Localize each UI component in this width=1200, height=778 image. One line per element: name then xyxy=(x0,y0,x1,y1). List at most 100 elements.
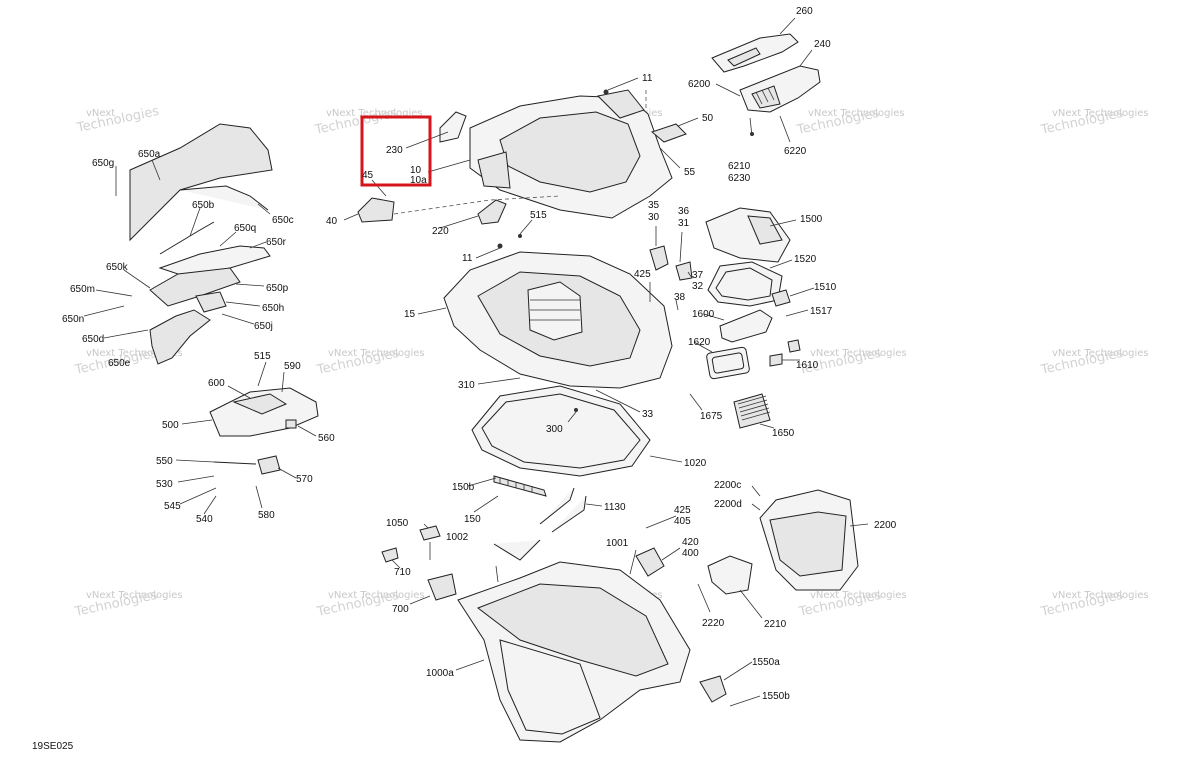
label-150[interactable]: 150 xyxy=(464,514,481,525)
label-37[interactable]: 37 xyxy=(692,270,704,281)
label-1130[interactable]: 1130 xyxy=(604,502,626,513)
label-650e[interactable]: 650e xyxy=(108,358,131,369)
label-6230[interactable]: 6230 xyxy=(728,173,751,184)
label-650a[interactable]: 650a xyxy=(138,149,161,160)
label-10[interactable]: 10 xyxy=(410,165,422,176)
label-650d[interactable]: 650d xyxy=(82,334,104,345)
leader-710 xyxy=(391,559,401,569)
label-1550b[interactable]: 1550b xyxy=(762,691,790,702)
label-36[interactable]: 36 xyxy=(678,206,690,217)
label-40[interactable]: 40 xyxy=(326,216,338,227)
label-420[interactable]: 420 xyxy=(682,537,699,548)
label-1500[interactable]: 1500 xyxy=(800,214,823,225)
leader-37-32 xyxy=(687,271,693,279)
label-650q[interactable]: 650q xyxy=(234,223,256,234)
label-425-bottom[interactable]: 425 xyxy=(674,505,691,516)
label-425-top[interactable]: 425 xyxy=(634,269,651,280)
label-35[interactable]: 35 xyxy=(648,200,660,211)
label-1050[interactable]: 1050 xyxy=(386,518,409,529)
label-405[interactable]: 405 xyxy=(674,516,691,527)
windshield-650a xyxy=(129,123,273,242)
label-560[interactable]: 560 xyxy=(318,433,335,444)
label-6210[interactable]: 6210 xyxy=(728,161,751,172)
label-1000a[interactable]: 1000a xyxy=(426,668,454,679)
label-650g[interactable]: 650g xyxy=(92,158,114,169)
label-1550a[interactable]: 1550a xyxy=(752,657,780,668)
label-220[interactable]: 220 xyxy=(432,226,449,237)
arm-650e xyxy=(149,309,211,365)
label-33[interactable]: 33 xyxy=(642,409,654,420)
label-11-top[interactable]: 11 xyxy=(642,73,653,84)
label-1001[interactable]: 1001 xyxy=(606,538,629,549)
label-650j[interactable]: 650j xyxy=(254,321,273,332)
label-11-body[interactable]: 11 xyxy=(462,253,473,264)
label-550[interactable]: 550 xyxy=(156,456,173,467)
label-1020[interactable]: 1020 xyxy=(684,458,707,469)
label-590[interactable]: 590 xyxy=(284,361,301,372)
label-230[interactable]: 230 xyxy=(386,145,403,156)
label-650b[interactable]: 650b xyxy=(192,200,215,211)
label-400[interactable]: 400 xyxy=(682,548,699,559)
label-700[interactable]: 700 xyxy=(392,604,409,615)
label-38[interactable]: 38 xyxy=(674,292,686,303)
rail-650b xyxy=(159,221,215,255)
label-600[interactable]: 600 xyxy=(208,378,225,389)
label-1520[interactable]: 1520 xyxy=(794,254,817,265)
leader-650k xyxy=(123,269,151,289)
label-240[interactable]: 240 xyxy=(814,39,831,50)
label-500[interactable]: 500 xyxy=(162,420,179,431)
label-1600[interactable]: 1600 xyxy=(692,309,715,320)
label-2200[interactable]: 2200 xyxy=(874,520,897,531)
label-710[interactable]: 710 xyxy=(394,567,411,578)
latch-1610 xyxy=(769,339,801,367)
label-650k[interactable]: 650k xyxy=(106,262,129,273)
label-570[interactable]: 570 xyxy=(296,474,313,485)
label-2220[interactable]: 2220 xyxy=(702,618,725,629)
label-45[interactable]: 45 xyxy=(362,170,374,181)
label-6220[interactable]: 6220 xyxy=(784,146,807,157)
label-650p[interactable]: 650p xyxy=(266,283,289,294)
label-1620[interactable]: 1620 xyxy=(688,337,711,348)
label-6200[interactable]: 6200 xyxy=(688,79,711,90)
label-260[interactable]: 260 xyxy=(796,6,813,17)
label-310[interactable]: 310 xyxy=(458,380,475,391)
label-580[interactable]: 580 xyxy=(258,510,275,521)
label-650r[interactable]: 650r xyxy=(266,237,287,248)
label-650n[interactable]: 650n xyxy=(62,314,84,325)
leader-2210 xyxy=(739,589,763,619)
label-1002[interactable]: 1002 xyxy=(446,532,469,543)
label-2200d[interactable]: 2200d xyxy=(714,499,742,510)
label-300[interactable]: 300 xyxy=(546,424,563,435)
label-30[interactable]: 30 xyxy=(648,212,660,223)
tray-1600 xyxy=(719,309,773,343)
label-2210[interactable]: 2210 xyxy=(764,619,787,630)
label-1517[interactable]: 1517 xyxy=(810,306,833,317)
bin-2200 xyxy=(759,489,859,591)
leader-55 xyxy=(659,147,681,169)
bracket-50 xyxy=(650,123,687,143)
pad-220 xyxy=(477,199,507,225)
label-31[interactable]: 31 xyxy=(678,218,690,229)
label-1510[interactable]: 1510 xyxy=(814,282,837,293)
label-545[interactable]: 545 xyxy=(164,501,181,512)
label-50[interactable]: 50 xyxy=(702,113,714,124)
label-530[interactable]: 530 xyxy=(156,479,173,490)
leader-1000a xyxy=(455,659,485,671)
label-150b[interactable]: 150b xyxy=(452,482,475,493)
label-515-left[interactable]: 515 xyxy=(254,351,271,362)
label-650h[interactable]: 650h xyxy=(262,303,284,314)
label-540[interactable]: 540 xyxy=(196,514,213,525)
label-55[interactable]: 55 xyxy=(684,167,696,178)
leader-500 xyxy=(181,419,213,425)
label-650c[interactable]: 650c xyxy=(272,215,294,226)
label-10a[interactable]: 10a xyxy=(410,175,427,186)
label-515-body[interactable]: 515 xyxy=(530,210,547,221)
label-2200c[interactable]: 2200c xyxy=(714,480,741,491)
label-15[interactable]: 15 xyxy=(404,309,416,320)
label-1610[interactable]: 1610 xyxy=(796,360,819,371)
label-32[interactable]: 32 xyxy=(692,281,704,292)
label-1650[interactable]: 1650 xyxy=(772,428,795,439)
label-1675[interactable]: 1675 xyxy=(700,411,723,422)
leader-1550a xyxy=(723,661,753,681)
label-650m[interactable]: 650m xyxy=(70,284,95,295)
